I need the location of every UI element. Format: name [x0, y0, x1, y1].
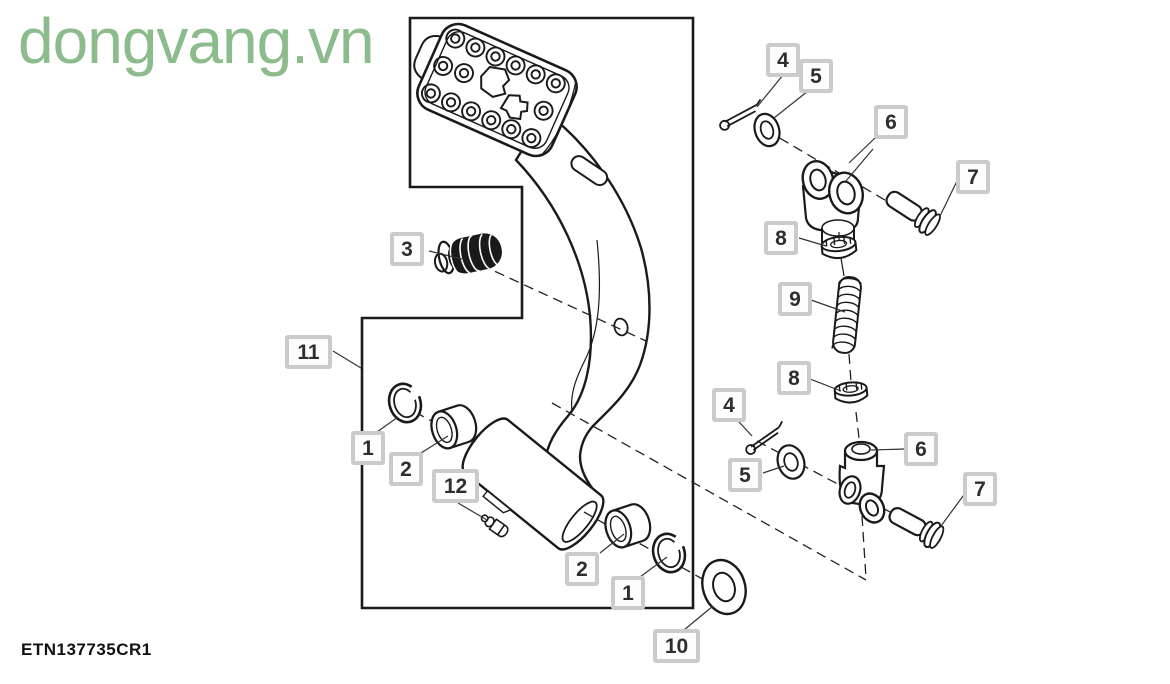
callout-5-lower: 5 — [728, 458, 762, 492]
bushing-left — [430, 404, 478, 450]
cotter-pin-lower — [745, 420, 784, 455]
callout-12: 12 — [432, 469, 479, 503]
clevis-pin-upper — [885, 190, 941, 236]
cotter-pin-upper — [719, 98, 762, 131]
castle-nut-upper — [820, 235, 858, 260]
leader-lines — [332, 74, 967, 631]
clevis-upper — [801, 160, 864, 251]
border-frame — [360, 16, 695, 610]
spring — [433, 233, 502, 275]
callout-9: 9 — [778, 282, 812, 316]
washer-lower — [776, 444, 806, 480]
bushing-right — [604, 503, 652, 549]
clevis-lower — [838, 440, 886, 524]
pedal-pad — [413, 22, 629, 337]
callout-7-lower: 7 — [963, 472, 997, 506]
threaded-rod — [831, 276, 862, 354]
callout-6-lower: 6 — [904, 432, 938, 466]
castle-nut-lower — [833, 381, 869, 404]
grease-fitting — [480, 514, 509, 538]
pedal-arm — [514, 110, 651, 504]
column-connectors — [838, 232, 845, 277]
callout-6-upper: 6 — [874, 105, 908, 139]
arm-hole — [613, 317, 629, 337]
callout-1-left: 1 — [351, 431, 385, 465]
callout-2-bottom: 2 — [565, 552, 599, 586]
watermark: dongvang.vn — [18, 5, 375, 77]
callout-2-left: 2 — [389, 452, 423, 486]
pad-cutout-left — [480, 65, 511, 98]
pad-tread-circles — [420, 28, 566, 149]
callout-8-lower: 8 — [777, 361, 811, 395]
callout-5-upper: 5 — [799, 59, 833, 93]
washer-upper — [753, 112, 781, 148]
callout-1-bottom: 1 — [611, 576, 645, 610]
clevis-pin-lower — [888, 507, 945, 549]
callout-4-upper: 4 — [766, 43, 800, 77]
snap-ring-left — [387, 382, 423, 424]
callout-3: 3 — [390, 232, 424, 266]
snap-ring-right — [651, 532, 687, 574]
pivot-tube — [461, 417, 605, 551]
callout-8-upper: 8 — [764, 221, 798, 255]
callout-10: 10 — [653, 629, 700, 663]
callout-4-lower: 4 — [712, 388, 746, 422]
pad-cutout-right — [499, 94, 529, 121]
callout-11: 11 — [285, 335, 332, 369]
part-code: ETN137735CR1 — [21, 640, 152, 659]
arm-slot — [570, 155, 609, 187]
callout-7-upper: 7 — [956, 160, 990, 194]
washer-10 — [701, 558, 747, 616]
